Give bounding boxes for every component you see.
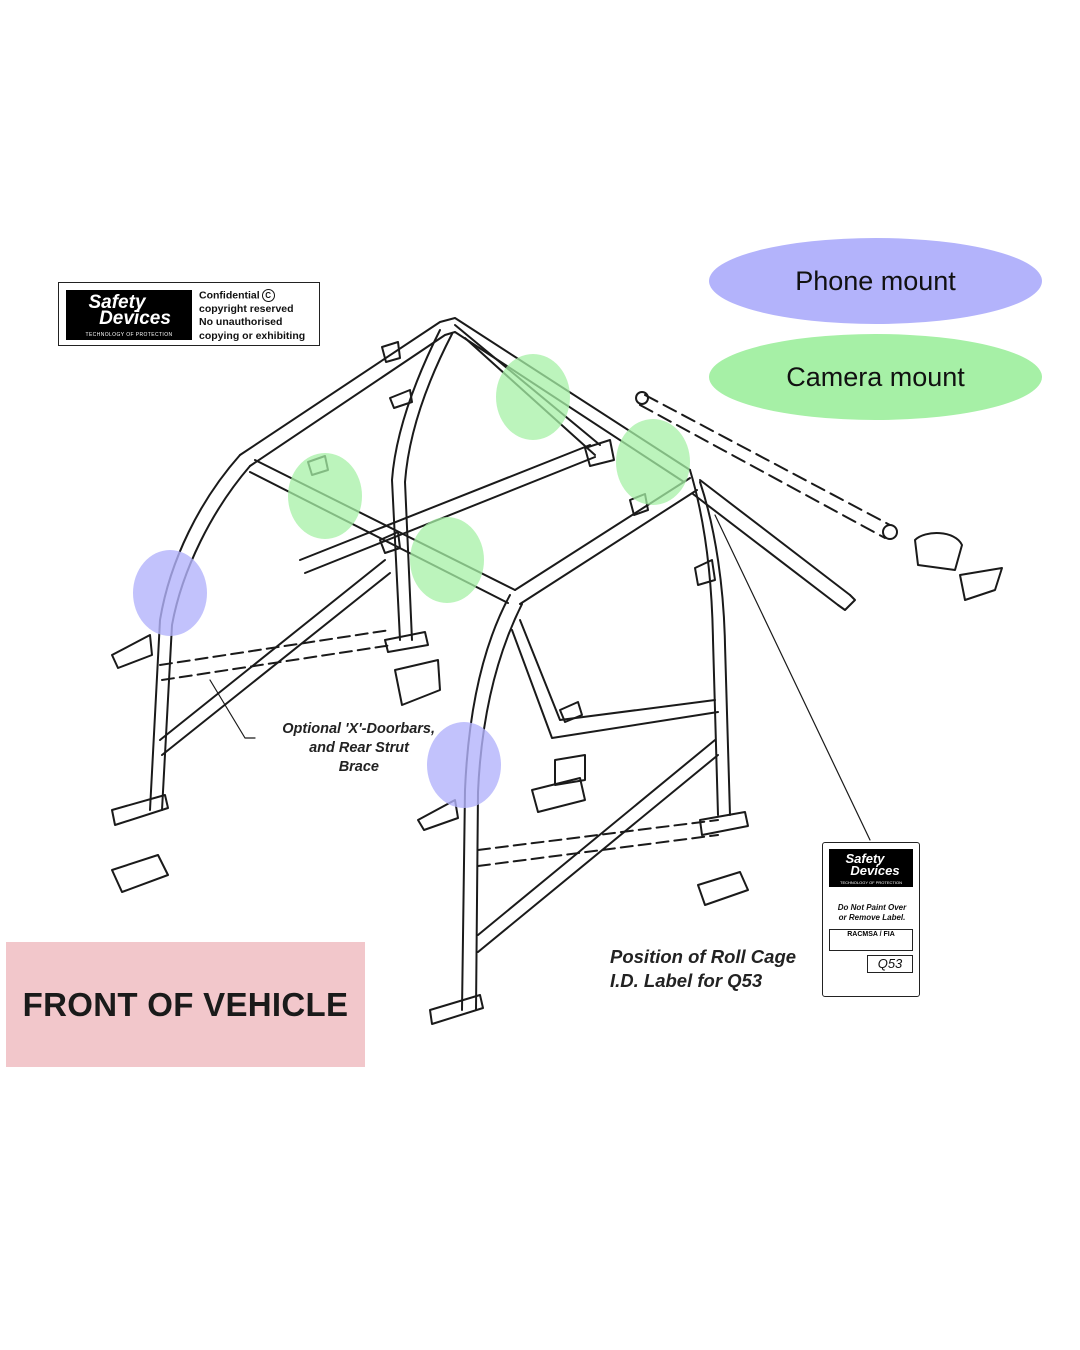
camera-highlight xyxy=(496,354,570,440)
roll-cage-id-label: Safety Devices TECHNOLOGY OF PROTECTION … xyxy=(822,842,920,997)
phone-highlight xyxy=(427,722,501,808)
notice-line-1: Confidential xyxy=(199,289,260,302)
id-label-position-annotation: Position of Roll Cage I.D. Label for Q53 xyxy=(610,945,840,993)
camera-mount-highlights xyxy=(288,354,690,603)
doorbars-line-1: Optional 'X'-Doorbars, xyxy=(282,721,435,737)
notice-line-3: No unauthorised xyxy=(199,316,283,329)
id-label-warning: Do Not Paint Over or Remove Label. xyxy=(827,903,917,923)
legend-phone-label: Phone mount xyxy=(795,265,956,296)
doorbars-annotation: Optional 'X'-Doorbars, and Rear Strut Br… xyxy=(255,720,435,777)
position-line-2: I.D. Label for Q53 xyxy=(610,970,763,991)
legend-phone-mount: Phone mount xyxy=(709,238,1042,324)
warning-line-1: Do Not Paint Over xyxy=(837,903,907,912)
warning-line-2: or Remove Label. xyxy=(838,913,906,922)
logo-tagline: TECHNOLOGY OF PROTECTION xyxy=(85,332,173,338)
doorbars-line-3: Brace xyxy=(338,759,379,775)
phone-mount-highlights xyxy=(133,550,501,808)
doorbars-line-2: and Rear Strut xyxy=(309,740,409,756)
logo-line2: Devices xyxy=(99,308,171,329)
id-label-code: Q53 xyxy=(867,955,913,973)
logo-line1: Safety xyxy=(88,292,146,313)
camera-highlight xyxy=(410,517,484,603)
authority-text: RACMSA / FIA xyxy=(847,931,895,938)
legend-camera-mount: Camera mount xyxy=(709,334,1042,420)
camera-highlight xyxy=(288,453,362,539)
front-of-vehicle-box: FRONT OF VEHICLE xyxy=(6,942,365,1067)
notice-line-4: copying or exhibiting xyxy=(199,329,306,342)
id-label-logo: Safety Devices TECHNOLOGY OF PROTECTION xyxy=(829,849,913,887)
id-label-authority: RACMSA / FIA xyxy=(829,929,913,951)
id-label-code-row: Q53 xyxy=(831,955,913,973)
phone-highlight xyxy=(133,550,207,636)
camera-highlight xyxy=(616,419,690,505)
id-logo-line2: Devices xyxy=(850,863,900,878)
id-logo-line1: Safety xyxy=(845,851,885,866)
front-of-vehicle-label: FRONT OF VEHICLE xyxy=(22,985,349,1023)
legend-camera-label: Camera mount xyxy=(786,361,965,392)
position-line-1: Position of Roll Cage xyxy=(610,946,797,967)
id-logo-tagline: TECHNOLOGY OF PROTECTION xyxy=(840,880,902,885)
safety-devices-logo: Safety Devices TECHNOLOGY OF PROTECTION xyxy=(66,290,192,340)
safety-devices-logo-box: Safety Devices TECHNOLOGY OF PROTECTION … xyxy=(58,282,320,346)
copyright-icon: C xyxy=(261,289,275,302)
notice-line-2: copyright reserved xyxy=(199,302,294,315)
